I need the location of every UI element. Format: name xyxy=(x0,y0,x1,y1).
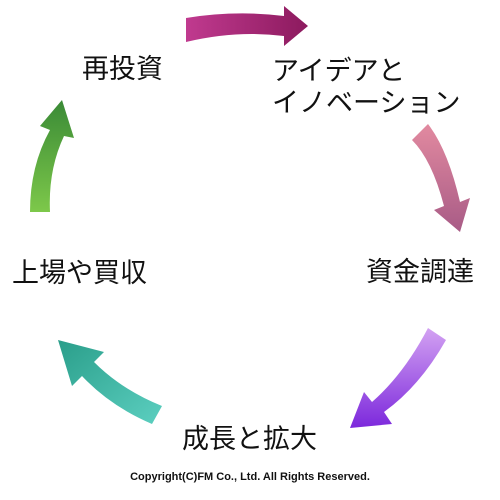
stage-label-line: アイデアと xyxy=(272,56,406,87)
stage-label-line: 資金調達 xyxy=(366,257,474,288)
copyright-notice: Copyright(C)FM Co., Ltd. All Rights Rese… xyxy=(130,471,370,483)
arrow-growth-to-ipo xyxy=(58,340,162,424)
arrow-funding-to-growth xyxy=(350,328,446,428)
stage-label-growth: 成長と拡大 xyxy=(182,424,317,456)
stage-label-funding: 資金調達 xyxy=(366,257,474,289)
stage-label-line: イノベーション xyxy=(272,88,461,119)
stage-label-ipo: 上場や買収 xyxy=(12,258,147,290)
arrow-reinvest-to-idea xyxy=(186,6,308,46)
arrow-ipo-to-reinvest xyxy=(30,100,74,212)
stage-label-line: 再投資 xyxy=(82,54,163,85)
stage-label-idea: アイデアと イノベーション xyxy=(272,56,460,120)
arrow-idea-to-funding xyxy=(412,124,470,232)
stage-label-line: 成長と拡大 xyxy=(182,424,317,455)
stage-label-reinvest: 再投資 xyxy=(82,54,163,86)
stage-label-line: 上場や買収 xyxy=(12,258,147,289)
